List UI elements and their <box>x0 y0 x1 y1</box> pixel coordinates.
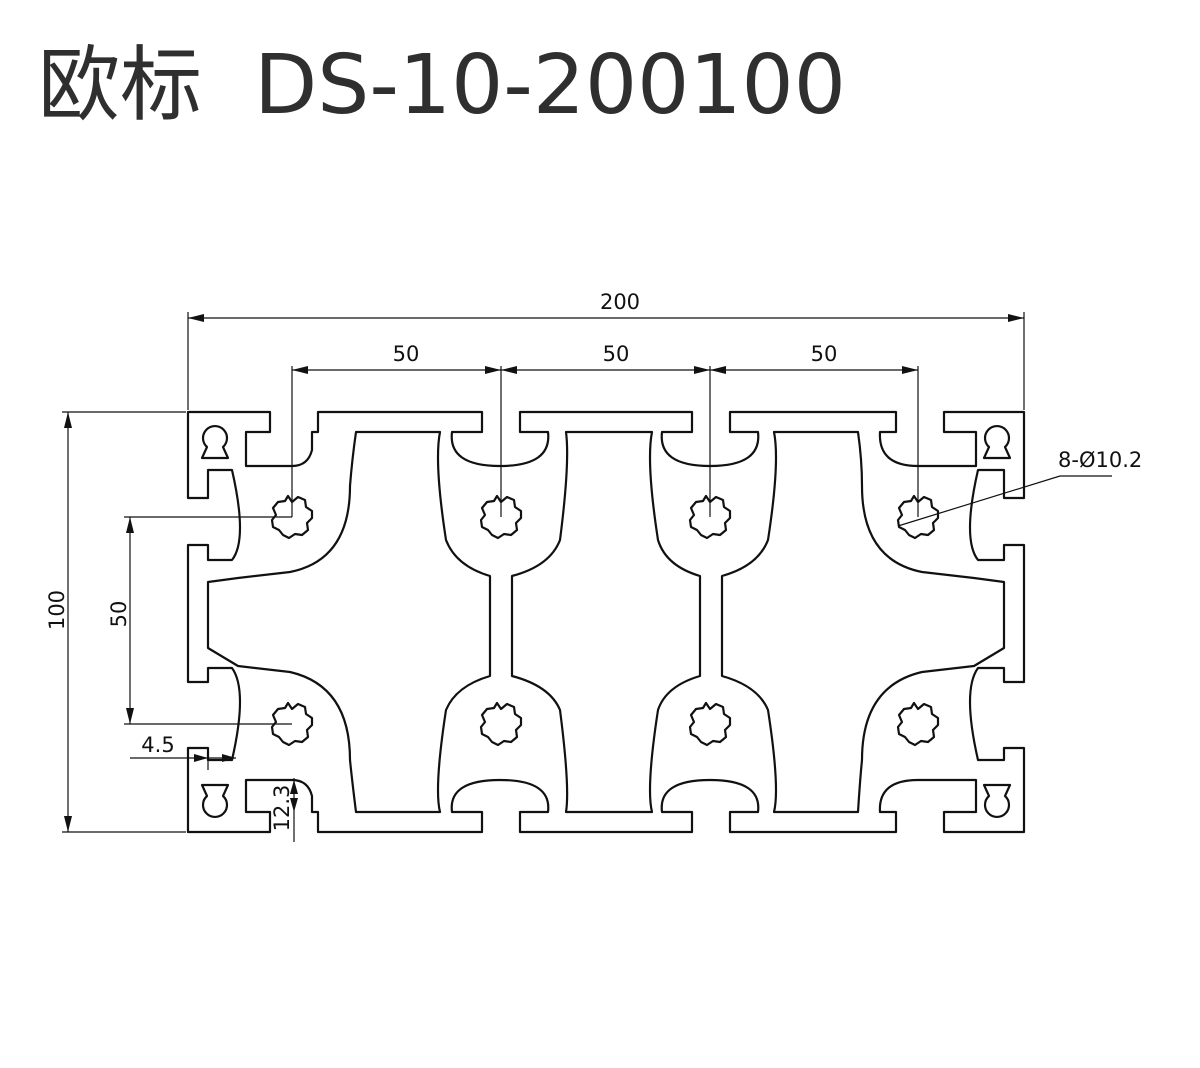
dim-pitch-2: 50 <box>603 342 630 366</box>
dim-slot-depth: 12.3 <box>270 785 294 832</box>
profile-outline <box>186 410 1026 834</box>
page-title: 欧标 DS-10-200100 <box>38 38 846 133</box>
hole-callout: 8-Ø10.2 <box>897 448 1142 527</box>
dim-pitch-3: 50 <box>811 342 838 366</box>
dimension-slot-depth: 12.3 <box>270 778 298 842</box>
dim-slot-offset: 4.5 <box>141 733 174 757</box>
dim-vertical-pitch: 50 <box>107 601 131 628</box>
dim-overall-height: 100 <box>45 590 69 630</box>
dimension-vertical-pitch: 50 <box>107 516 292 725</box>
dimension-overall-width: 200 <box>187 290 1025 410</box>
dim-overall-width: 200 <box>600 290 640 314</box>
dimension-overall-height: 100 <box>45 411 186 833</box>
hole-callout-label: 8-Ø10.2 <box>1058 448 1142 472</box>
dimension-pitches: 50 50 50 <box>291 342 919 517</box>
star-holes <box>270 494 940 747</box>
corner-keyholes <box>200 424 1012 819</box>
dimension-slot-offset: 4.5 <box>130 733 236 770</box>
dim-pitch-1: 50 <box>393 342 420 366</box>
